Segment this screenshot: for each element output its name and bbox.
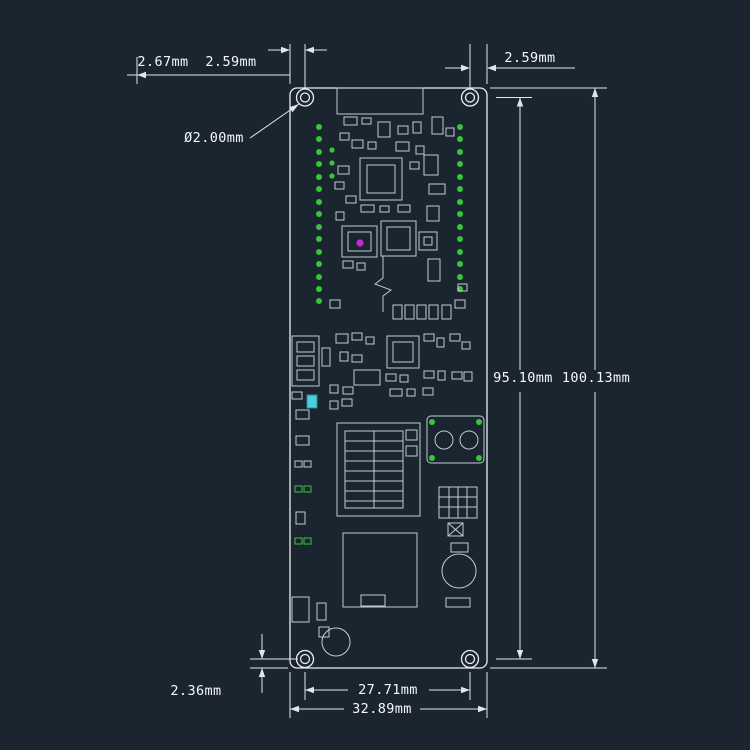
dim-top-left-hole-gap-label: 2.59mm [205,54,256,70]
dim-top-left: 2.67mm 2.59mm [127,44,327,88]
pad-grid-module [438,486,478,537]
dim-hole-span-height-label: 95.10mm [493,370,553,386]
dim-hole-span-width-label: 27.71mm [358,682,418,698]
dim-board-height: 100.13mm [490,87,630,669]
pin-row-left [316,124,322,304]
dim-bottom-left: 2.36mm [170,634,298,699]
inner-test-pads [329,147,335,179]
mounting-hole-top-left [295,88,315,107]
dim-top-right: 2.59mm [445,44,575,88]
bottom-left-components [291,596,351,657]
esp32-chip [359,157,403,201]
left-edge-pads [294,460,312,545]
mounting-hole-bottom-right [460,649,480,669]
dim-board-height-label: 100.13mm [562,370,630,386]
antenna-trace [373,256,393,312]
mounting-hole-bottom-left [295,649,315,669]
rf-shield-chips [341,220,441,282]
status-led [306,394,318,409]
mounting-hole-top-right [460,88,480,107]
capacitor-row [329,283,468,320]
dim-hole-diameter: Ø2.00mm [184,103,300,146]
battery-connector [291,335,331,400]
dim-hole-span-height: 95.10mm [493,97,553,660]
dim-board-width: 32.89mm [289,672,488,718]
dim-top-left-offset-label: 2.67mm [137,54,188,70]
coin-cell-battery [441,542,477,608]
power-management-cluster [295,332,473,446]
button-cluster [426,415,485,464]
dim-board-width-label: 32.89mm [352,701,412,717]
origin-marker [356,239,364,247]
dim-hole-span-width: 27.71mm [304,672,471,700]
dim-hole-diameter-label: Ø2.00mm [184,130,244,146]
pin-row-right [457,124,463,292]
louvered-module [336,422,421,517]
gps-module [342,532,418,608]
usb-connector [336,87,444,138]
dim-top-right-hole-gap-label: 2.59mm [504,50,555,66]
upper-smd-components [334,121,455,222]
dim-bottom-left-offset-label: 2.36mm [170,683,221,699]
